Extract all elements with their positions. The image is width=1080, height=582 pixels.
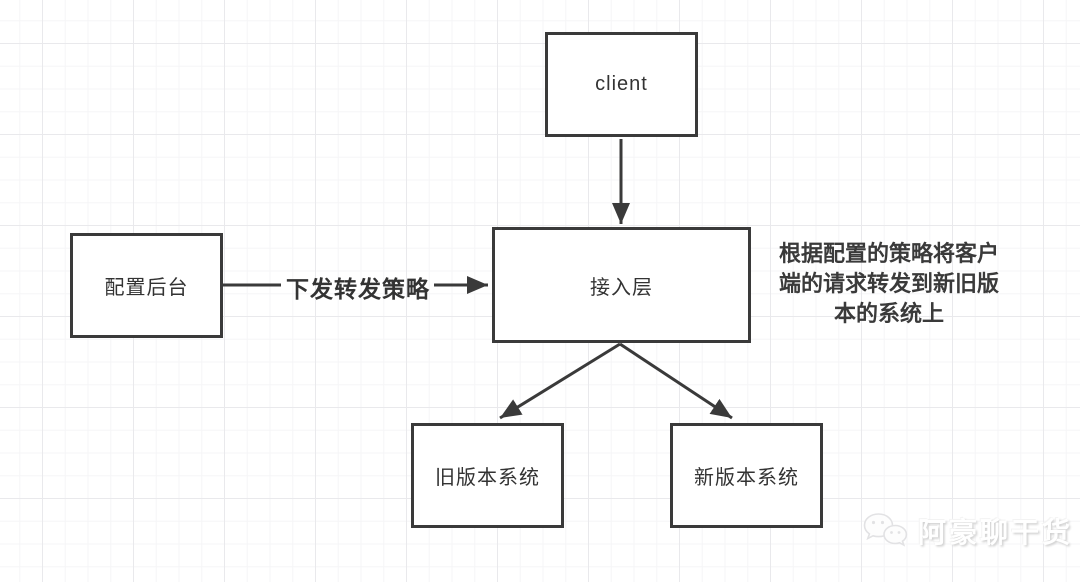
annotation-line-3: 本的系统上	[833, 301, 944, 326]
wechat-icon	[863, 513, 908, 547]
edge-access-to-old	[499, 342, 621, 420]
node-config-backend-label: 配置后台	[104, 277, 189, 299]
node-old-system-label: 旧版本系统	[435, 467, 540, 489]
node-client-label: client	[595, 73, 648, 95]
node-old-system: 旧版本系统	[411, 423, 564, 528]
node-client: client	[545, 32, 698, 137]
annotation-line-2: 端的请求转发到新旧版	[778, 271, 999, 296]
node-access-layer-label: 接入层	[590, 276, 653, 299]
edge-label-forward-policy: 下发转发策略	[286, 276, 430, 302]
node-config-backend: 配置后台	[70, 233, 223, 338]
watermark-text: 阿豪聊干货	[918, 517, 1074, 548]
edge-access-to-new	[619, 342, 733, 420]
watermark: 阿豪聊干货	[862, 511, 1073, 551]
annotation-text: 根据配置的策略将客户 端的请求转发到新旧版 本的系统上	[760, 239, 1018, 329]
node-access-layer: 接入层	[492, 227, 751, 343]
node-new-system: 新版本系统	[670, 423, 823, 528]
annotation-line-1: 根据配置的策略将客户	[778, 241, 999, 266]
node-new-system-label: 新版本系统	[694, 467, 799, 489]
